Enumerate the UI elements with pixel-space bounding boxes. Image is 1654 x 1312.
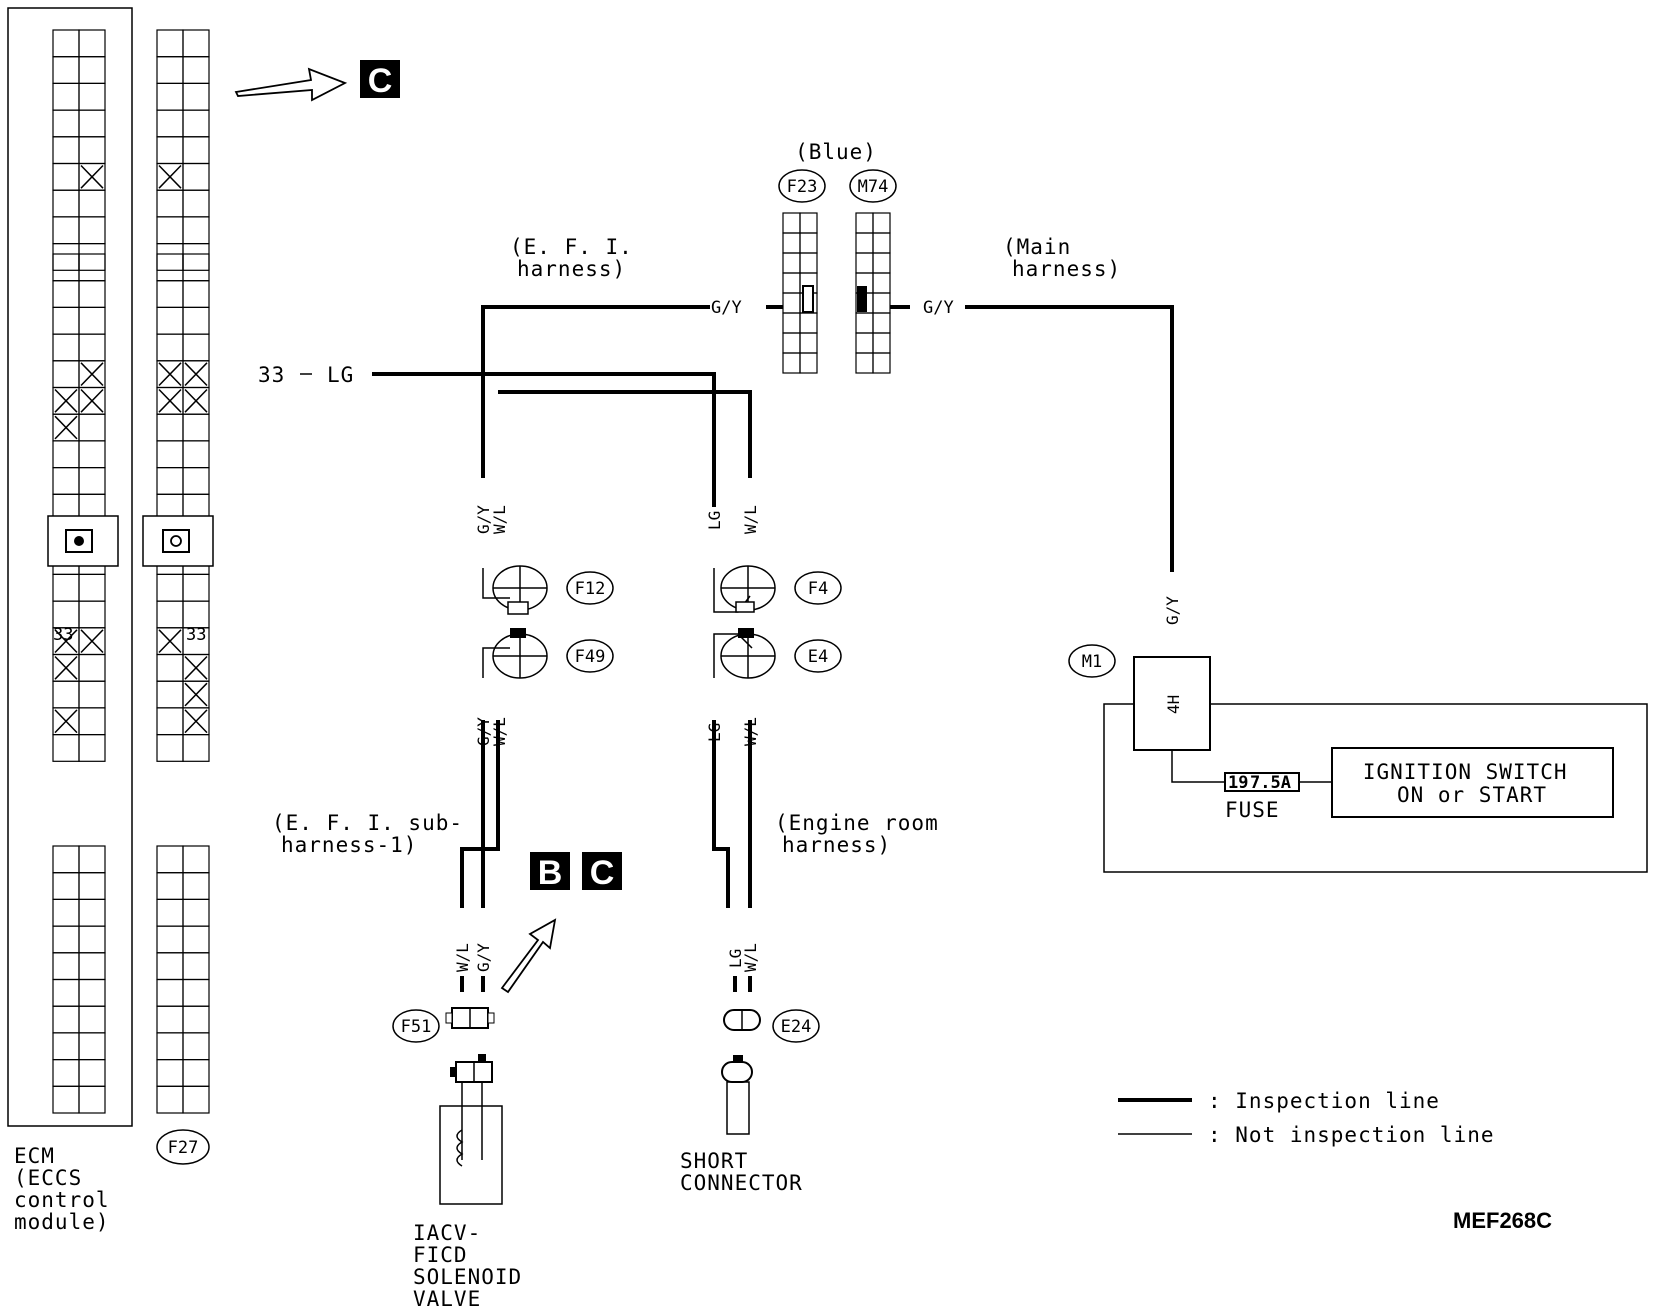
f27-pin-33-label: 33	[186, 625, 206, 645]
wire-gy-main-label: G/Y	[923, 298, 954, 318]
svg-text:G/Y: G/Y	[474, 717, 493, 746]
f23-connector-id: F23	[787, 177, 818, 197]
connector-color-note: (Blue)	[795, 140, 877, 164]
ecm-pin-grid	[52, 29, 106, 1114]
f12-connector-id: F12	[575, 579, 606, 599]
legend-inspection-line: : Inspection line	[1208, 1089, 1440, 1113]
e4-connector-symbol	[713, 628, 776, 679]
arrow-to-bc-icon	[500, 918, 557, 994]
non-inspection-wires	[300, 373, 1648, 1135]
svg-text:G/Y: G/Y	[1163, 596, 1182, 625]
f12-connector-symbol	[482, 565, 548, 615]
svg-text:W/L: W/L	[741, 717, 760, 746]
f4-connector-symbol	[713, 565, 776, 613]
svg-text:W/L: W/L	[741, 505, 760, 534]
e4-connector-id: E4	[808, 647, 828, 667]
legend-not-inspection-line: : Not inspection line	[1208, 1123, 1495, 1147]
f27-connector: 33	[142, 29, 214, 1114]
ignition-switch-box	[1331, 747, 1614, 818]
svg-text:W/L: W/L	[490, 717, 509, 746]
section-b-badge: B	[538, 854, 563, 892]
f4-connector-id: F4	[808, 579, 828, 599]
section-c-badge-lower: C	[590, 854, 615, 892]
vertical-wire-labels: G/Y W/L LG W/L G/Y W/L LG W/L W/L G/Y LG…	[453, 505, 1182, 972]
svg-text:W/L: W/L	[490, 505, 509, 534]
m74-connector	[855, 212, 891, 374]
svg-text:G/Y: G/Y	[474, 943, 493, 972]
f27-locator-ring	[170, 535, 182, 547]
f49-connector-id: F49	[575, 647, 606, 667]
ecm-label: ECM (ECCS control module)	[14, 1144, 123, 1234]
fuse-label: FUSE	[1225, 798, 1280, 822]
ecm-locator-dot	[74, 536, 84, 546]
iacv-label: IACV- FICD SOLENOID VALVE	[413, 1221, 536, 1311]
m74-connector-id: M74	[858, 177, 889, 197]
m1-terminal-4h: 4H	[1164, 695, 1183, 714]
svg-text:G/Y: G/Y	[474, 505, 493, 534]
ecm-connector: 33	[7, 7, 133, 1127]
arrow-to-c-icon	[234, 67, 348, 102]
svg-text:LG: LG	[705, 511, 724, 530]
inspection-wires	[372, 305, 1192, 1102]
efi-sub-harness-label: (E. F. I. sub- harness-1)	[272, 811, 477, 857]
f27-connector-id: F27	[168, 1138, 199, 1158]
f49-connector-symbol	[482, 628, 548, 679]
section-c-badge: C	[368, 62, 393, 100]
m1-terminal-block	[1133, 656, 1211, 751]
svg-text:7.5A: 7.5A	[1250, 773, 1291, 793]
m1-connector-id: M1	[1082, 652, 1102, 672]
efi-harness-label: (E. F. I. harness)	[510, 235, 646, 281]
svg-text:W/L: W/L	[453, 943, 472, 972]
wire-lg-label: LG	[327, 363, 354, 387]
f27-pin-grid	[156, 29, 210, 1114]
figure-code: MEF268C	[1453, 1208, 1552, 1233]
f51-connector-symbol	[445, 1007, 495, 1083]
wire-gy-efi-label: G/Y	[711, 298, 742, 318]
main-harness-label: (Main harness)	[1003, 235, 1121, 281]
ecm-terminal-33: 33	[258, 363, 285, 387]
svg-text:LG: LG	[705, 723, 724, 742]
fuse-icon: 19 7.5A	[1224, 772, 1300, 793]
svg-text:W/L: W/L	[741, 943, 760, 972]
engine-room-harness-label: (Engine room harness)	[775, 811, 952, 857]
svg-text:19: 19	[1228, 773, 1248, 793]
e24-connector-symbol	[721, 1009, 761, 1135]
iacv-solenoid-icon	[439, 1082, 503, 1205]
f51-connector-id: F51	[401, 1017, 432, 1037]
ignition-switch-label: IGNITION SWITCH ON or START	[1363, 760, 1581, 807]
svg-text:LG: LG	[726, 949, 745, 968]
ecm-pin-33-label: 33	[53, 625, 73, 645]
short-connector-label: SHORT CONNECTOR	[680, 1149, 803, 1195]
e24-connector-id: E24	[781, 1017, 812, 1037]
